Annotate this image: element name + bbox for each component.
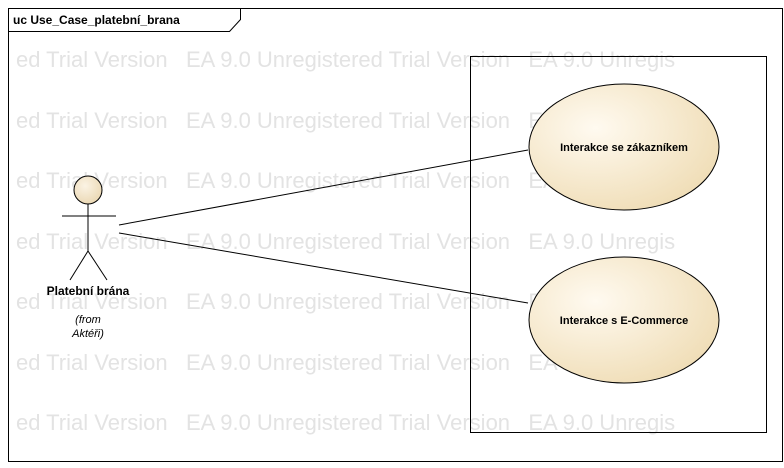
watermark-row-1: ed Trial Version EA 9.0 Unregistered Tri…: [16, 47, 675, 72]
actor-name: Platební brána: [47, 284, 130, 298]
frame-title-tab: [8, 8, 241, 32]
actor-platebni-brana[interactable]: Platební brána (from Aktéři): [47, 175, 130, 340]
watermark-row-7: ed Trial Version EA 9.0 Unregistered Tri…: [16, 410, 675, 435]
use-case-interakce-s-e-commerce[interactable]: Interakce s E-Commerce: [528, 256, 720, 384]
frame-title: uc Use_Case_platební_brana: [13, 13, 180, 27]
use-case-interakce-se-zakaznikem[interactable]: Interakce se zákazníkem: [528, 83, 720, 211]
use-case-ellipse[interactable]: [528, 256, 720, 384]
actor-left-leg: [69, 250, 89, 281]
actor-from-line-1: (from: [75, 314, 101, 326]
watermark-row-4: ed Trial Version EA 9.0 Unregistered Tri…: [16, 229, 675, 254]
actor-from-line-2: Aktéři): [71, 328, 104, 340]
system-boundary[interactable]: [470, 56, 767, 433]
diagram-frame: [8, 8, 783, 462]
actor-right-leg: [87, 250, 108, 281]
actor-head: [73, 175, 103, 205]
actor-stick-figure-icon[interactable]: [62, 175, 116, 281]
association-line-uc2[interactable]: [118, 232, 529, 304]
use-case-label: Interakce s E-Commerce: [560, 315, 688, 327]
use-case-label: Interakce se zákazníkem: [560, 142, 688, 154]
use-case-ellipse[interactable]: [528, 83, 720, 211]
association-line-uc1[interactable]: [118, 149, 529, 226]
